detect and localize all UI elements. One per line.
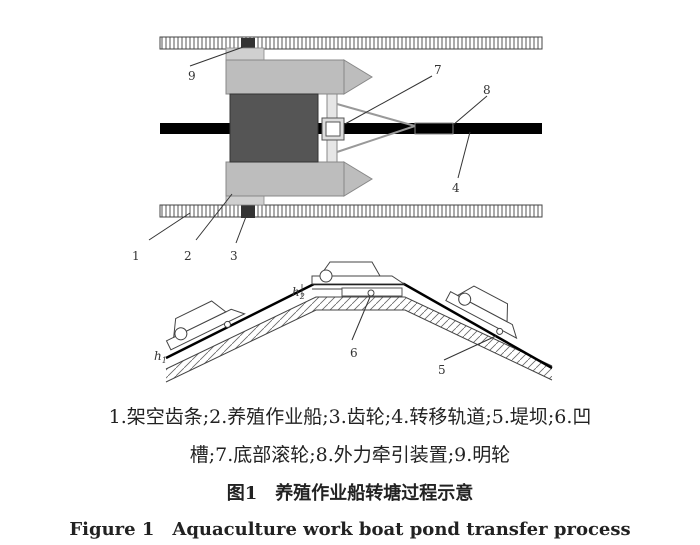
leader-9 xyxy=(189,45,247,67)
boat-right-slope xyxy=(445,285,518,340)
legend-line-1: 1.架空齿条;2.养殖作业船;3.齿轮;4.转移轨道;5.堤坝;6.凹 xyxy=(108,406,592,428)
side-view: h2 h1 6 5 xyxy=(154,261,553,383)
embankment-surface xyxy=(165,296,553,370)
figure-title-chinese: 图1 养殖作业船转塘过程示意 xyxy=(226,483,474,504)
label-h2: h2 xyxy=(292,285,305,301)
leader-7 xyxy=(344,75,433,125)
label-1: 1 xyxy=(132,249,140,263)
boat-top xyxy=(311,261,406,297)
pontoon-upper xyxy=(225,59,373,95)
bottom-roller-inner xyxy=(325,121,341,137)
leader-4 xyxy=(457,131,471,179)
pontoon-lower xyxy=(225,161,373,197)
boat-left-slope xyxy=(165,300,246,351)
label-2: 2 xyxy=(184,249,192,263)
label-6: 6 xyxy=(350,346,358,360)
traction-device xyxy=(414,122,454,135)
leader-5 xyxy=(443,335,497,361)
label-h1: h1 xyxy=(154,349,167,365)
label-8: 8 xyxy=(483,83,491,97)
label-7: 7 xyxy=(434,63,442,77)
leader-6 xyxy=(351,296,371,341)
leader-3 xyxy=(235,213,248,244)
leader-8 xyxy=(452,95,488,126)
label-5: 5 xyxy=(438,363,446,377)
transfer-track xyxy=(160,123,542,134)
embankment-inner xyxy=(165,309,553,383)
overhead-rack-top xyxy=(159,36,543,50)
leader-2 xyxy=(195,193,233,241)
figure-title-english: Figure 1 Aquaculture work boat pond tran… xyxy=(69,519,631,540)
label-9: 9 xyxy=(188,69,196,83)
label-3: 3 xyxy=(230,249,238,263)
boat-cabin xyxy=(229,93,319,163)
paddle-wheel-top xyxy=(225,47,265,61)
leader-1 xyxy=(148,212,191,241)
overhead-rack-bottom xyxy=(159,204,543,218)
diagram-figure: 9 7 8 4 1 2 3 xyxy=(132,36,553,383)
legend-line-2: 槽;7.底部滚轮;8.外力牵引装置;9.明轮 xyxy=(189,444,511,466)
label-4: 4 xyxy=(452,181,460,195)
top-view: 9 7 8 4 1 2 3 xyxy=(132,36,543,263)
embankment-soil xyxy=(166,297,552,382)
